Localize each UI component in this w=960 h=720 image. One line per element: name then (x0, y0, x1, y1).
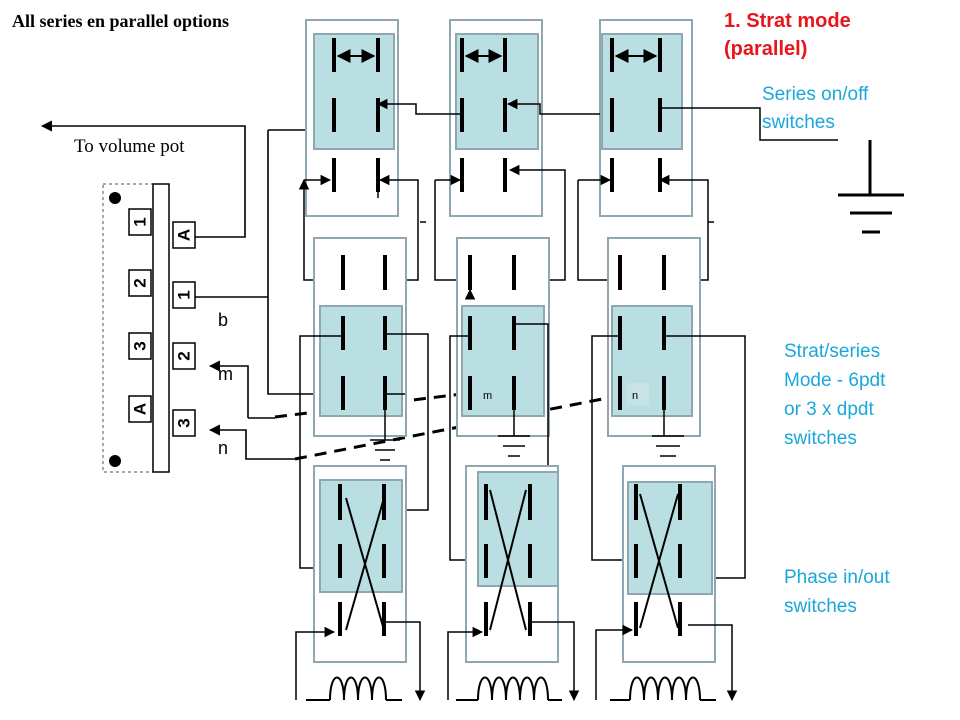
selector-terminal: A (172, 221, 196, 249)
series-switch (449, 19, 543, 217)
phase-switch-label-line1: Phase in/out (784, 567, 890, 588)
svg-text:3: 3 (175, 418, 194, 427)
svg-text:3: 3 (131, 341, 150, 350)
selector-mount-dot (109, 192, 121, 204)
wire-to-volume-pot (40, 120, 246, 238)
mode-switch (607, 237, 701, 437)
phase-switch-group (313, 465, 716, 663)
selector-terminal: 3 (128, 332, 152, 360)
wire-m (208, 360, 249, 418)
pickup-label-n: n (218, 438, 228, 458)
pickup-selector-switch: 1 2 3 A A 1 2 3 (102, 183, 196, 473)
ground-icon (370, 410, 400, 461)
mode-switch-label-line3: or 3 x dpdt (784, 399, 874, 420)
svg-text:2: 2 (131, 278, 150, 287)
pickup-coil-icon (610, 676, 716, 701)
series-switch (599, 19, 693, 217)
svg-text:A: A (175, 229, 194, 241)
svg-text:1: 1 (131, 217, 150, 226)
phase-switch (622, 465, 716, 663)
selector-terminal: 1 (172, 281, 196, 309)
mode-switch-label-line4: switches (784, 428, 857, 449)
selector-mount-dot (109, 455, 121, 467)
selector-terminal: 2 (128, 269, 152, 297)
selector-terminal: 3 (172, 409, 196, 437)
pickup-coil-icon (306, 676, 402, 701)
mode-switch-group (313, 237, 701, 437)
mode-grounds (370, 410, 684, 461)
series-switch-label-line1: Series on/off (762, 84, 869, 105)
series-switch-label-line2: switches (762, 112, 835, 133)
mode-label-line2: (parallel) (724, 38, 807, 60)
series-switch-group (305, 19, 693, 217)
svg-text:2: 2 (175, 351, 194, 360)
ground-icon (498, 410, 530, 457)
phase-switch-label-line2: switches (784, 596, 857, 617)
mode-switch-label-line1: Strat/series (784, 341, 880, 362)
series-switch (305, 19, 399, 217)
svg-text:1: 1 (175, 290, 194, 299)
wire-b-lower (267, 130, 334, 400)
wire-n (208, 424, 295, 460)
pickup-coil-icon (456, 676, 562, 701)
diagram-title: All series en parallel options (12, 11, 229, 31)
mode-switch (313, 237, 407, 437)
mode-switch-label-line2: Mode - 6pdt (784, 370, 886, 391)
mode-label-line1: 1. Strat mode (724, 10, 851, 32)
inline-tag-m: m (483, 390, 492, 402)
pickup-label-m: m (218, 364, 233, 384)
selector-terminal: 1 (128, 208, 152, 236)
selector-wires (40, 120, 334, 460)
selector-bar (152, 183, 170, 473)
pickup-label-b: b (218, 310, 228, 330)
pickup-coils (306, 676, 716, 701)
selector-terminal: A (128, 395, 152, 423)
inline-tag-n: n (632, 390, 638, 402)
selector-terminal: 2 (172, 342, 196, 370)
ground-icon (838, 140, 904, 234)
ground-icon (652, 410, 684, 457)
phase-row-wires (295, 621, 738, 702)
mode-switch (456, 237, 550, 437)
svg-text:A: A (131, 403, 150, 415)
volume-pot-label: To volume pot (74, 136, 185, 157)
